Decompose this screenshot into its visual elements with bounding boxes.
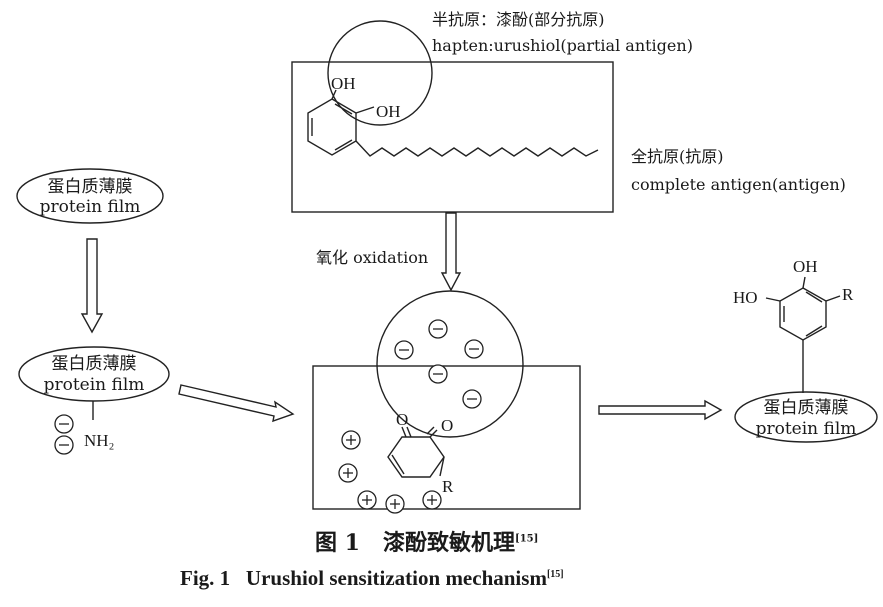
protein-film-label-cn: 蛋白质薄膜 (47, 177, 133, 197)
carbonyl-2 (429, 429, 438, 438)
charge-plus (338, 463, 358, 483)
charge-minus (54, 435, 74, 455)
alkyl-chain (355, 140, 599, 157)
charge-minus (464, 339, 484, 359)
charge-plus (422, 490, 442, 510)
oh-label: OH (331, 74, 356, 93)
caption-en-title: Urushiol sensitization mechanism (245, 566, 547, 590)
protein-film-label-en: protein film (39, 197, 141, 217)
reaction-box (312, 365, 581, 510)
charge-minus (428, 319, 448, 339)
quinone-ring (387, 436, 445, 478)
hapten-label-cn: 半抗原：漆酚(部分抗原) (432, 10, 605, 29)
carbonyl-1 (406, 426, 412, 438)
protein-film-label-en: protein film (755, 419, 857, 439)
urushiol-ring (307, 98, 357, 156)
caption-en-ref: [15] (546, 569, 564, 580)
caption-cn: 图 1 漆酚致敏机理[15] (315, 532, 538, 554)
product-r-bond (825, 295, 841, 302)
protein-film-ellipse-mid (18, 346, 170, 402)
oh-label: OH (376, 102, 401, 121)
caption-en: Fig. 1 Urushiol sensitization mechanism[… (180, 568, 564, 589)
to-product-arrow (598, 399, 723, 421)
hapten-circle (327, 20, 433, 126)
r-group-label: R (442, 477, 454, 496)
complete-antigen-label-en: complete antigen(antigen) (631, 175, 846, 194)
to-reaction-arrow (178, 384, 295, 423)
protein-film-label-cn: 蛋白质薄膜 (763, 398, 849, 418)
oxygen-label: O (441, 416, 454, 435)
urushiol-box (291, 61, 614, 213)
caption-cn-ref: [15] (514, 533, 539, 545)
oxidation-circle (376, 290, 524, 438)
protein-film-down-arrow (80, 238, 104, 334)
r-bond (439, 456, 445, 477)
product-oh-label: OH (793, 257, 818, 276)
oxygen-label: O (396, 410, 409, 429)
protein-film-label-en: protein film (43, 375, 145, 395)
charge-minus (54, 414, 74, 434)
charge-plus (341, 430, 361, 450)
caption-cn-title: 漆酚致敏机理 (382, 530, 515, 556)
protein-film-label-cn: 蛋白质薄膜 (51, 354, 137, 374)
amine-label: NH₂ (84, 431, 115, 450)
charge-minus (428, 364, 448, 384)
product-ho-bond (765, 297, 781, 302)
hapten-label-en: hapten:urushiol(partial antigen) (432, 36, 693, 55)
product-r-label: R (842, 285, 854, 304)
complete-antigen-label-cn: 全抗原(抗原) (631, 147, 724, 166)
caption-en-fig: Fig. 1 (180, 566, 231, 590)
protein-film-ellipse-top (16, 168, 164, 224)
oxidation-label: 氧化 oxidation (316, 248, 429, 267)
oh-bond-2 (355, 106, 375, 114)
protein-film-ellipse-product (734, 391, 878, 443)
charge-plus (385, 494, 405, 514)
product-ho-label: HO (733, 288, 758, 307)
charge-minus (394, 340, 414, 360)
oxidation-arrow (440, 212, 462, 292)
caption-cn-fig: 图 1 (315, 530, 360, 556)
product-ring (779, 287, 827, 341)
charge-plus (357, 490, 377, 510)
oh-bond-1 (331, 89, 337, 100)
product-oh-bond (802, 276, 806, 289)
charge-minus (462, 389, 482, 409)
